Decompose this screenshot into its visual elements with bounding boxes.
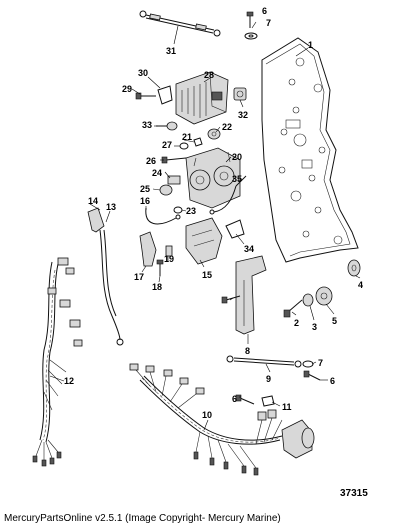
- ground-cable-9: [226, 355, 302, 368]
- callout-13: 13: [106, 202, 116, 212]
- bushing-25: [159, 184, 173, 196]
- clip-34: [225, 219, 245, 239]
- callout-labels: 1 2 3 4 5 6 6 6 7 7 8 9 10 11 12 13 14 1…: [64, 6, 363, 420]
- connector-14: [87, 207, 105, 233]
- washer-27: [179, 142, 189, 150]
- bushing-3: [302, 293, 314, 307]
- callout-30: 30: [138, 68, 148, 78]
- callout-7-right: 7: [318, 358, 323, 368]
- bracket-15: [185, 217, 223, 265]
- terminal-boot-17: [139, 231, 157, 267]
- callout-7-top: 7: [266, 18, 271, 28]
- screw-washer-top: [244, 11, 258, 40]
- callout-9: 9: [266, 374, 271, 384]
- callout-10: 10: [202, 410, 212, 420]
- callout-21: 21: [182, 132, 192, 142]
- engine-harness-10: [129, 363, 315, 476]
- callout-6-lower: 6: [232, 394, 237, 404]
- callout-5: 5: [332, 316, 337, 326]
- callout-31: 31: [166, 46, 176, 56]
- solenoid-bracket: [185, 147, 241, 209]
- screw-29: [135, 92, 156, 100]
- callout-6-right: 6: [330, 376, 335, 386]
- callout-28: 28: [204, 70, 214, 80]
- callout-11: 11: [282, 402, 292, 412]
- screw-6-lower: [235, 394, 255, 405]
- callout-29: 29: [122, 84, 132, 94]
- callout-8: 8: [245, 346, 250, 356]
- bracket-30: [157, 85, 173, 105]
- grommet-4: [347, 259, 361, 277]
- callout-25: 25: [140, 184, 150, 194]
- callout-4: 4: [358, 280, 363, 290]
- ground-cable: [139, 10, 221, 37]
- callout-32: 32: [238, 110, 248, 120]
- screw-33: [156, 121, 178, 131]
- clip-11: [261, 395, 275, 407]
- callout-16: 16: [140, 196, 150, 206]
- boot-19: [165, 245, 173, 257]
- callout-22: 22: [222, 122, 232, 132]
- bushing-24: [167, 175, 181, 185]
- washer-7-right: [302, 360, 314, 368]
- screw-18: [156, 259, 164, 276]
- lead-wire-16: [145, 207, 181, 225]
- copyright-footer: MercuryPartsOnline v2.5.1 (Image Copyrig…: [4, 513, 281, 524]
- callout-19: 19: [164, 254, 174, 264]
- callout-34: 34: [244, 244, 254, 254]
- bushing-32: [233, 87, 247, 101]
- callout-12: 12: [64, 376, 74, 386]
- washer-23: [173, 206, 183, 214]
- callout-14: 14: [88, 196, 98, 206]
- mounting-plate: [261, 37, 359, 263]
- nut-21: [193, 137, 203, 147]
- bracket-8: [235, 255, 267, 335]
- rectifier: [175, 71, 229, 125]
- callout-15: 15: [202, 270, 212, 280]
- callout-20: 20: [232, 152, 242, 162]
- callout-35: 35: [232, 174, 242, 184]
- callout-33: 33: [142, 120, 152, 130]
- callout-26: 26: [146, 156, 156, 166]
- callout-24: 24: [152, 168, 162, 178]
- callout-1: 1: [308, 40, 313, 50]
- figure-number: 37315: [340, 488, 368, 499]
- jumper-wire-35: [209, 175, 247, 215]
- screw-6-right: [303, 370, 321, 381]
- callout-18: 18: [152, 282, 162, 292]
- leader-lines: [49, 21, 361, 431]
- callout-17: 17: [134, 272, 144, 282]
- grommet-22: [207, 128, 221, 140]
- callout-2: 2: [294, 318, 299, 328]
- callout-23: 23: [186, 206, 196, 216]
- wire-13: [99, 229, 124, 346]
- screw-26: [161, 156, 187, 164]
- callout-3: 3: [312, 322, 317, 332]
- callout-27: 27: [162, 140, 172, 150]
- grommet-5: [315, 286, 333, 306]
- bolt-2: [283, 299, 303, 318]
- callout-6-top: 6: [262, 6, 267, 16]
- wire-harness-12: [32, 257, 83, 467]
